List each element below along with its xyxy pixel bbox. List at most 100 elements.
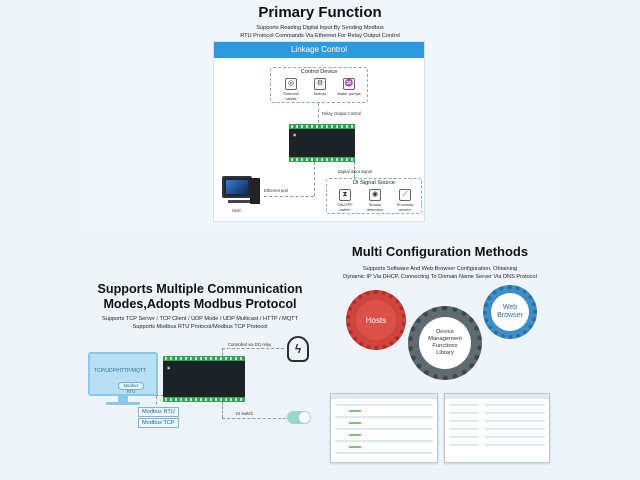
monitor-base [106,402,140,405]
screenshot-row [449,444,479,446]
host-monitor [222,176,252,198]
control-device-title: Control Device [300,69,338,75]
monitor-modbus-pill: Modbus RTU [118,382,144,394]
host-label: Host [232,208,241,213]
modbus-rtu-tag: Modbus RTU [138,407,179,417]
screenshot-row [485,444,545,446]
motor-icon: ⚙ [314,78,326,90]
di-switch-label: ON/OFF switch [337,202,353,212]
relay-pins-bottom [291,158,353,161]
primary-function-subtitle-2: RTU Protocol Commands Via Ethernet For R… [240,33,400,39]
config-methods-subtitle-2: Dynamic IP Via DHCP, Connecting To Domai… [343,274,537,280]
communication-title-1: Supports Multiple Communication [97,282,303,296]
hosts-gear-label: Hosts [356,300,396,340]
di-proximity: ⟋ Proximity sensor [393,189,417,212]
proximity-sensor-icon: ⟋ [399,189,411,201]
linkage-control-panel: Linkage Control Control Device ◎ Solenoi… [213,41,425,222]
ethernet-line-h [264,196,314,197]
ethernet-label: Ethernet port [264,188,289,193]
screenshot-green-cell [349,446,361,448]
monitor-stand [118,396,128,402]
screenshot-green-cell [349,410,361,412]
screenshot-row [485,436,545,438]
screenshot-row [449,412,479,414]
web-browser-gear: Web Browser [483,285,537,339]
device-pump: ♒ Water pumps [337,78,361,96]
screenshot-green-cell [349,434,361,436]
device-motor-label: Motors [313,91,327,96]
toggle-switch-icon [287,411,311,424]
web-browser-line-2: Browser [497,312,523,319]
water-pump-icon: ♒ [343,78,355,90]
solenoid-valve-icon: ◎ [285,78,297,90]
communication-subtitle-2: Supports Modbus RTU Protocol/Modbus TCP … [132,324,268,330]
di-line-v [222,402,223,418]
control-device-box: Control Device ◎ Solenoid valves ⚙ Motor… [270,67,368,103]
relay-bottom-logo: ▣ [167,366,171,370]
hosts-gear: Hosts [346,290,406,350]
screenshot-row [449,428,479,430]
device-library-line-1: Device [436,329,454,335]
di-signal-source-box: DI Signal Source ⧗ ON/OFF switch ◉ Smoke… [326,178,422,214]
screenshot-row [449,404,479,406]
di-proximity-label: Proximity sensor [396,202,414,212]
digital-input-line [354,162,355,178]
screenshot-row [485,428,545,430]
di-switch-label-bottom: DI switch [236,411,253,416]
lightning-bulb-icon: ϟ [287,336,309,362]
di-signal-source-title: DI Signal Source [353,180,395,186]
web-screenshot-titlebar [445,394,549,399]
communication-subtitle-1: Supports TCP Server / TCP Client / UDP M… [101,316,299,322]
web-browser-line-1: Web [502,304,518,311]
screenshot-row [449,436,479,438]
switch-icon: ⧗ [339,189,351,201]
web-browser-gear-label: Web Browser [491,293,529,331]
di-switch: ⧗ ON/OFF switch [333,189,357,212]
screenshot-green-cell [349,422,361,424]
toggle-knob [299,412,310,423]
screenshot-row [485,420,545,422]
di-smoke: ◉ Smoke detection [363,189,387,212]
relay-logo: ▣ [293,133,297,137]
relay-output-line [318,103,319,123]
device-library-line-4: Library [436,350,454,356]
config-methods-subtitle-1: Supports Software And Web Browser Config… [362,266,518,272]
monitor-protocol-text: TCP/UDP/HTTP/MQTT [94,368,146,374]
screenshot-row [335,416,433,418]
linkage-control-header: Linkage Control [214,42,424,58]
screenshot-row [485,412,545,414]
device-solenoid: ◎ Solenoid valves [279,78,303,101]
pc-monitor-illustration: TCP/UDP/HTTP/MQTT Modbus RTU [88,352,158,396]
communication-title-2: Modes,Adopts Modbus Protocol [103,297,297,311]
device-solenoid-label: Solenoid valves [283,91,299,101]
relay-module-bottom: ▣ [163,356,245,402]
rtu-line-h [156,395,164,396]
primary-function-subtitle-1: Supports Reading Digital Input By Sendin… [256,25,384,31]
smoke-detector-icon: ◉ [369,189,381,201]
screenshot-row [335,452,433,454]
do-line-h [222,348,284,349]
device-pump-label: Water pumps [337,91,361,96]
primary-function-section: Primary Function Supports Reading Digita… [80,0,560,232]
relay-pins-top [291,125,353,128]
relay-module: ▣ [289,124,355,162]
host-tower [250,178,260,204]
device-library-gear: Device Management Functions Library [408,306,482,380]
software-screenshot-titlebar [331,394,437,399]
relay-bottom-pins-bottom [165,398,243,401]
device-library-line-3: Functions [432,343,458,349]
digital-input-label: Digital input signal [338,169,372,174]
screenshot-row [449,420,479,422]
ethernet-line-v [314,162,315,196]
di-line-h [222,418,286,419]
screenshot-row [335,428,433,430]
config-methods-title: Multi Configuration Methods [351,244,529,259]
relay-output-label: Relay Output Control [322,111,362,116]
device-motor: ⚙ Motors [308,78,332,96]
device-library-line-2: Management [428,336,462,342]
do-line-v [222,348,223,356]
di-smoke-label: Smoke detection [366,202,384,212]
controlled-via-do-label: Controlled via DO relay [228,342,272,347]
screenshot-row [485,404,545,406]
primary-function-title: Primary Function [258,4,382,21]
